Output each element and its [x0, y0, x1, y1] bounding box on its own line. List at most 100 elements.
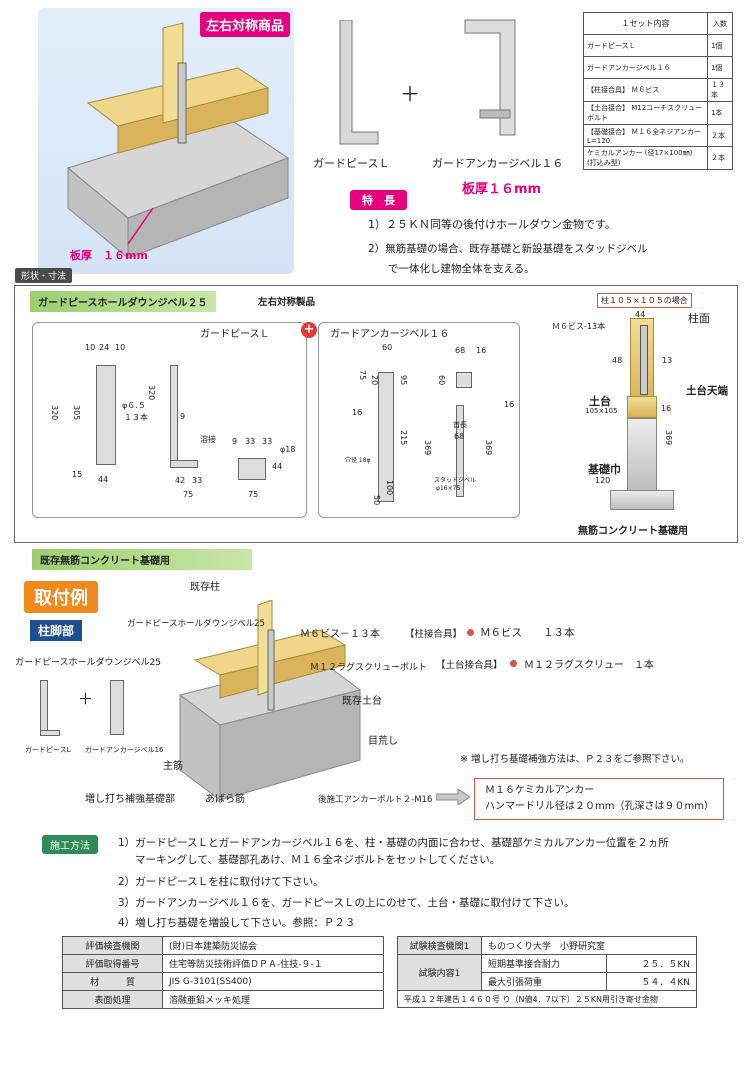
- dim-120: 120: [595, 476, 611, 485]
- anchor-box: [318, 322, 520, 518]
- dim-count: １３本: [124, 413, 148, 422]
- adim-95: 95: [399, 375, 408, 386]
- set-row: ケミカルアンカー (径17×100㎜) (打込み型)２本: [583, 146, 734, 170]
- column-plate: [640, 325, 648, 395]
- product-title-bar: ガードピースホールダウンジベル２５: [30, 291, 216, 312]
- shape-dimension-tab: 形状・寸法: [15, 268, 73, 283]
- adim-neck: 首長: [453, 421, 467, 429]
- label-main-bar: 主筋: [163, 761, 183, 772]
- anchor-name: ガードアンカージベル１６: [432, 157, 564, 170]
- spec-row: 評価取得番号住宅等防災技術評価ＤＰＡ-住技-９-１: [62, 954, 384, 973]
- m6-label: Ｍ６ビス-13本: [552, 322, 606, 331]
- guard-piece-l-name: ガードピースＬ: [313, 157, 390, 170]
- method-label: 施工方法: [42, 835, 98, 854]
- dim-42: 42: [175, 476, 186, 485]
- anchor-image: [460, 15, 540, 148]
- arrow-icon: [435, 788, 471, 808]
- adim-369a: 369: [423, 440, 432, 456]
- hero-thickness-label: 板厚 １６mm: [70, 249, 148, 262]
- guard-piece-l-title: ガードピースＬ: [200, 329, 270, 340]
- dim-24: 24: [99, 343, 110, 352]
- chemical-anchor-text: ハンマードリル径は２０mm（孔深さは９０mm）: [485, 801, 714, 812]
- dim-15: 15: [72, 470, 83, 479]
- plus-circle-icon: +: [301, 322, 317, 338]
- set-qty-header: 入数: [706, 12, 734, 35]
- sill-label: 土台: [589, 395, 611, 408]
- result-2-value: ５４．４KN: [605, 972, 698, 991]
- sill-fastener-value: Ｍ１２ラグスクリュー １本: [524, 660, 654, 671]
- adim-hole: 穴径 18φ: [345, 457, 371, 464]
- feature-item-3: で一体化し建物全体を支える。: [388, 263, 535, 275]
- l-plate-front: [96, 365, 116, 465]
- adim-68: 68: [455, 346, 466, 355]
- notice-footnote: 平成１２年建告１４６０号 り（N値4．7以下）２５KN用引き寄せ金物: [397, 990, 697, 1008]
- anchor-top-view: [456, 372, 472, 388]
- label-m6: Ｍ６ビス－１３本: [300, 629, 380, 640]
- bullet-icon: [467, 629, 474, 636]
- spec-table-left: 評価検査機関(財)日本建築防災協会 評価取得番号住宅等防災技術評価ＤＰＡ-住技-…: [62, 936, 384, 1009]
- result-1-value: ２５．５KN: [605, 954, 698, 973]
- spec-row: 評価検査機関(財)日本建築防災協会: [62, 936, 384, 955]
- guard-piece-l-box: [32, 322, 307, 518]
- sill-diagram: [627, 396, 657, 418]
- adim-60b: 60: [437, 375, 446, 386]
- l-plate-foot: [170, 460, 198, 468]
- dim-48: 48: [612, 356, 623, 365]
- kit-title: ガードピースホールダウンジベル25: [15, 658, 162, 668]
- dim-75-part: 75: [248, 490, 259, 499]
- test-org-key: 試験検査機関1: [397, 936, 482, 955]
- installation-diagram: [170, 599, 370, 833]
- anchor-side-view: [456, 405, 464, 497]
- chemical-anchor-title: Ｍ１６ケミカルアンカー: [485, 785, 595, 796]
- label-added-base: 増し打ち補強基礎部: [85, 794, 175, 805]
- test-org-value: ものつくり大学 小野研究室: [481, 936, 697, 955]
- product-note: 左右対称製品: [258, 297, 316, 308]
- column-base-tab: 柱脚部: [30, 620, 83, 641]
- column-fastener-value: Ｍ６ビス １３本: [480, 627, 575, 639]
- l-plate-side: [170, 365, 178, 465]
- small-l-caption: ガードピースL: [25, 746, 71, 754]
- adim-369b: 369: [484, 440, 493, 456]
- dim-13: 13: [662, 356, 673, 365]
- label-roughening: 目荒し: [368, 736, 398, 747]
- adim-stud-size: φ16×75: [436, 485, 461, 492]
- bullet-icon: [510, 660, 517, 667]
- dim-75: 75: [183, 490, 194, 499]
- adim-68b: 68: [454, 432, 465, 441]
- result-1-key: 短期基準接合耐力: [481, 954, 607, 973]
- dim-phi18: φ18: [280, 445, 296, 454]
- label-hd25: ガードピースホールダウンジベル25: [127, 619, 265, 629]
- feature-item-2: 2）無筋基礎の場合、既存基礎と新設基礎をスタッドジベル: [368, 243, 648, 255]
- dim-10b: 10: [115, 343, 126, 352]
- foundation-width-label: 基礎巾: [588, 463, 621, 476]
- weld-label: 溶接: [200, 435, 216, 444]
- feature-item-1: 1）２５ＫＮ同等の後付けホールダウン金物です。: [368, 218, 616, 231]
- adim-100: 100: [385, 480, 394, 496]
- dim-10a: 10: [85, 343, 96, 352]
- label-post-anchor: 後施工アンカーボルト２-M16: [318, 795, 433, 805]
- small-anchor-image: [110, 680, 124, 735]
- method-step-1: 1）ガードピースＬとガードアンカージベル１６を、柱・基礎の内面に合わせ、基礎部ケ…: [118, 837, 669, 849]
- column-fastener-label: 【柱接合具】: [405, 629, 463, 640]
- dim-320-side: 320: [147, 385, 156, 401]
- dim-44b: 44: [272, 462, 283, 471]
- sill-top-label: 土台天端: [686, 385, 728, 397]
- dim-305: 305: [72, 405, 81, 421]
- foundation-column: [627, 418, 657, 493]
- anchor-plate-front: [378, 372, 394, 502]
- dim-16d: 16: [661, 404, 672, 413]
- reinforcement-note: ※ 増し打ち基礎補強方法は、Ｐ２３をご参照下さい。: [460, 754, 690, 765]
- panel-footer: 無筋コンクリート基礎用: [578, 526, 688, 537]
- adim-215: 215: [399, 430, 408, 446]
- adim-20: 20: [370, 375, 379, 386]
- dim-44: 44: [98, 475, 109, 484]
- hero-illustration: [38, 8, 294, 274]
- plus-symbol: ＋: [400, 82, 420, 106]
- small-plus-symbol: ＋: [78, 690, 94, 708]
